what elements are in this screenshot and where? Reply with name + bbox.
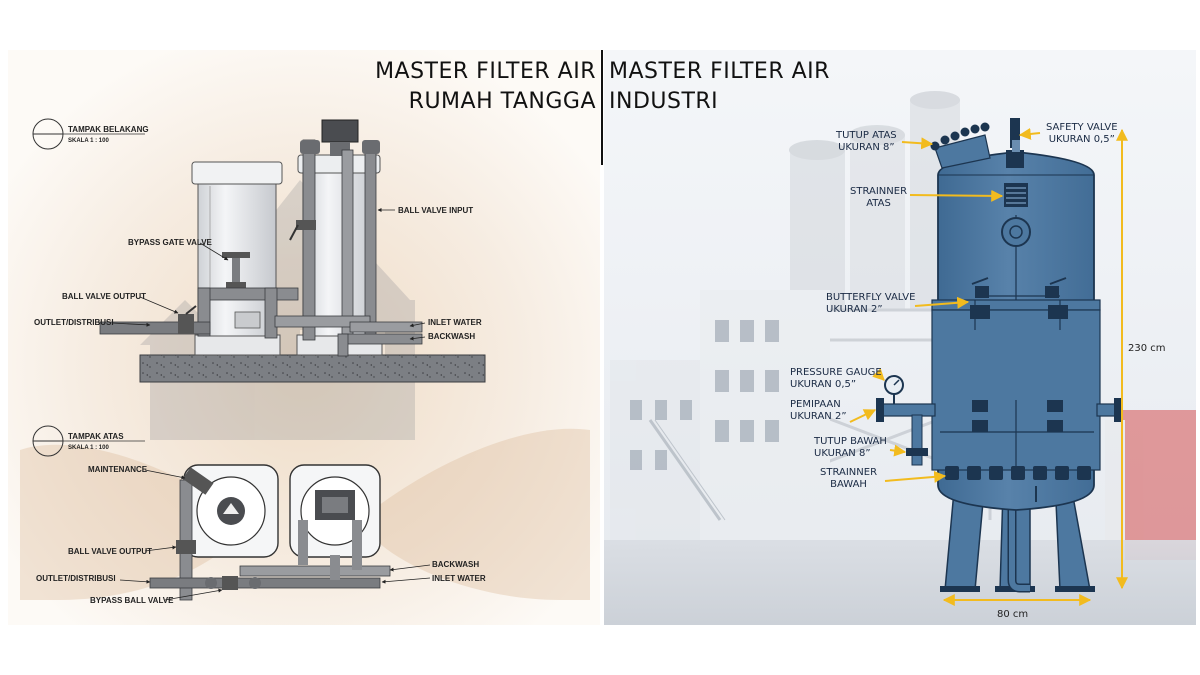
label-ball-valve-input: BALL VALVE INPUT bbox=[398, 206, 474, 215]
label-butterfly-valve: BUTTERFLY VALVE UKURAN 2” bbox=[826, 292, 915, 316]
label-pressure-gauge-line2: UKURAN 0,5” bbox=[790, 379, 857, 390]
label-maintenance: MAINTENANCE bbox=[88, 465, 148, 474]
industrial-tank-drawing bbox=[849, 118, 1128, 606]
label-bypass-gate-valve: BYPASS GATE VALVE bbox=[128, 238, 212, 247]
top-view-drawing bbox=[32, 425, 431, 601]
label-tutup-bawah-line2: UKURAN 8” bbox=[814, 448, 871, 459]
label-pemipaan-line1: PEMIPAAN bbox=[790, 399, 841, 410]
top-view-title: TAMPAK ATAS bbox=[68, 432, 124, 441]
title-right-line2: INDUSTRI bbox=[609, 89, 719, 114]
label-tutup-atas-line2: UKURAN 8” bbox=[838, 142, 895, 153]
label-tutup-atas-line1: TUTUP ATAS bbox=[836, 130, 897, 141]
label-top-backwash: BACKWASH bbox=[432, 560, 480, 569]
title-left-line1: MASTER FILTER AIR bbox=[375, 59, 596, 84]
label-tutup-bawah: TUTUP BAWAH UKURAN 8” bbox=[814, 436, 887, 460]
label-tutup-atas: TUTUP ATAS UKURAN 8” bbox=[836, 130, 897, 154]
label-strainner-atas-line1: STRAINNER bbox=[850, 186, 908, 197]
label-pressure-gauge-line1: PRESSURE GAUGE bbox=[790, 367, 882, 378]
top-view-scale: SKALA 1 : 100 bbox=[68, 445, 109, 451]
dimension-height: 230 cm bbox=[1128, 343, 1166, 354]
label-outlet-distribusi: OUTLET/DISTRIBUSI bbox=[34, 318, 114, 327]
label-ball-valve-output: BALL VALVE OUTPUT bbox=[62, 292, 146, 301]
back-view-scale: SKALA 1 : 100 bbox=[68, 138, 109, 144]
label-pressure-gauge: PRESSURE GAUGE UKURAN 0,5” bbox=[790, 367, 882, 391]
dimension-width: 80 cm bbox=[997, 609, 1029, 620]
label-safety-valve-line2: UKURAN 0,5” bbox=[1048, 134, 1115, 145]
label-safety-valve-line1: SAFETY VALVE bbox=[1046, 122, 1118, 133]
title-right-line1: MASTER FILTER AIR bbox=[609, 59, 830, 84]
label-inlet-water: INLET WATER bbox=[428, 318, 482, 327]
label-top-ball-valve-output: BALL VALVE OUTPUT bbox=[68, 547, 152, 556]
label-pemipaan: PEMIPAAN UKURAN 2” bbox=[790, 399, 847, 423]
label-pemipaan-line2: UKURAN 2” bbox=[790, 411, 847, 422]
label-backwash: BACKWASH bbox=[428, 332, 476, 341]
label-strainner-atas: STRAINNER ATAS bbox=[850, 186, 907, 210]
label-strainner-bawah-line2: BAWAH bbox=[830, 479, 867, 490]
title-left-line2: RUMAH TANGGA bbox=[408, 89, 596, 114]
back-view-drawing bbox=[32, 118, 486, 383]
back-view-title: TAMPAK BELAKANG bbox=[68, 125, 149, 134]
label-strainner-atas-line2: ATAS bbox=[866, 198, 891, 209]
label-butterfly-valve-line1: BUTTERFLY VALVE bbox=[826, 292, 916, 303]
label-strainner-bawah-line1: STRAINNER bbox=[820, 467, 878, 478]
label-strainner-bawah: STRAINNER BAWAH bbox=[820, 467, 877, 491]
label-bypass-ball-valve: BYPASS BALL VALVE bbox=[90, 596, 174, 605]
label-top-inlet-water: INLET WATER bbox=[432, 574, 486, 583]
label-safety-valve: SAFETY VALVE UKURAN 0,5” bbox=[1046, 122, 1118, 146]
label-butterfly-valve-line2: UKURAN 2” bbox=[826, 304, 883, 315]
label-top-outlet-distribusi: OUTLET/DISTRIBUSI bbox=[36, 574, 116, 583]
label-tutup-bawah-line1: TUTUP BAWAH bbox=[814, 436, 887, 447]
